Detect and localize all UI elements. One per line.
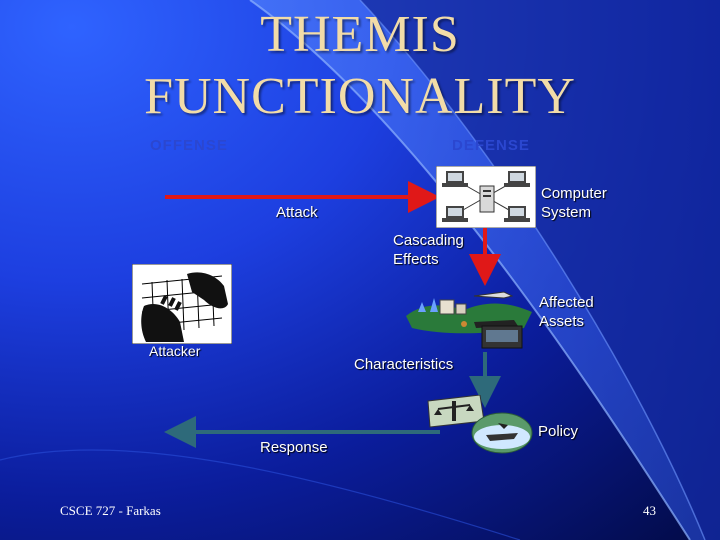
characteristics-label: Characteristics bbox=[354, 356, 454, 373]
computer-network-icon bbox=[436, 166, 536, 228]
offense-label: OFFENSE bbox=[150, 137, 228, 154]
attacker-label: Attacker bbox=[149, 343, 201, 359]
policy-image bbox=[427, 395, 533, 454]
title-line-2: FUNCTIONALITY bbox=[144, 68, 576, 125]
affected-assets-image bbox=[406, 291, 532, 349]
footer-course: CSCE 727 - Farkas bbox=[60, 503, 161, 518]
affected-assets-label: Affected Assets bbox=[539, 294, 594, 330]
defense-label: DEFENSE bbox=[452, 137, 530, 154]
computer-system-label: Computer System bbox=[541, 185, 607, 221]
title-line-1: THEMIS bbox=[260, 6, 460, 63]
policy-label: Policy bbox=[538, 423, 579, 440]
attacker-hands-image bbox=[132, 264, 232, 344]
cascading-effects-label: Cascading Effects bbox=[393, 232, 464, 268]
attack-label: Attack bbox=[276, 204, 318, 221]
page-number: 43 bbox=[643, 503, 656, 518]
response-label: Response bbox=[260, 439, 328, 456]
